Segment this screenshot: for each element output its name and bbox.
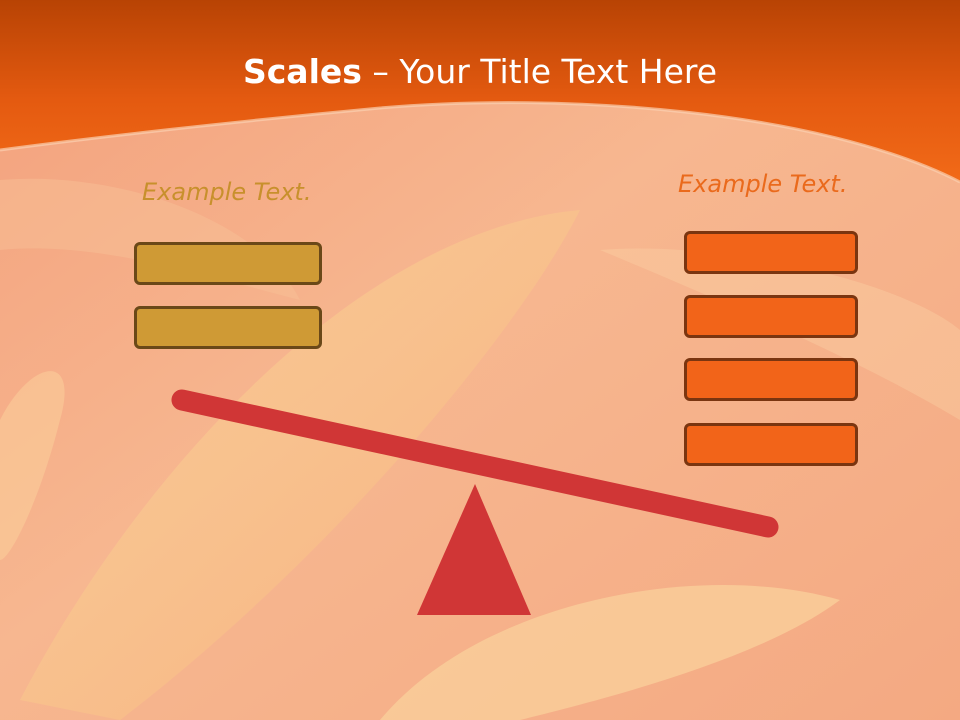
slide-title: Scales – Your Title Text Here [0, 52, 960, 91]
left-caption: Example Text. [142, 178, 312, 206]
left-box-2 [134, 306, 322, 349]
right-box-4 [684, 423, 858, 466]
scale-fulcrum [417, 484, 531, 615]
left-box-1 [134, 242, 322, 285]
right-box-1 [684, 231, 858, 274]
scale-beam [171, 389, 779, 538]
right-box-3 [684, 358, 858, 401]
title-bold: Scales [242, 52, 362, 91]
right-box-2 [684, 295, 858, 338]
title-rest: – Your Title Text Here [361, 52, 718, 91]
right-caption: Example Text. [678, 170, 848, 198]
